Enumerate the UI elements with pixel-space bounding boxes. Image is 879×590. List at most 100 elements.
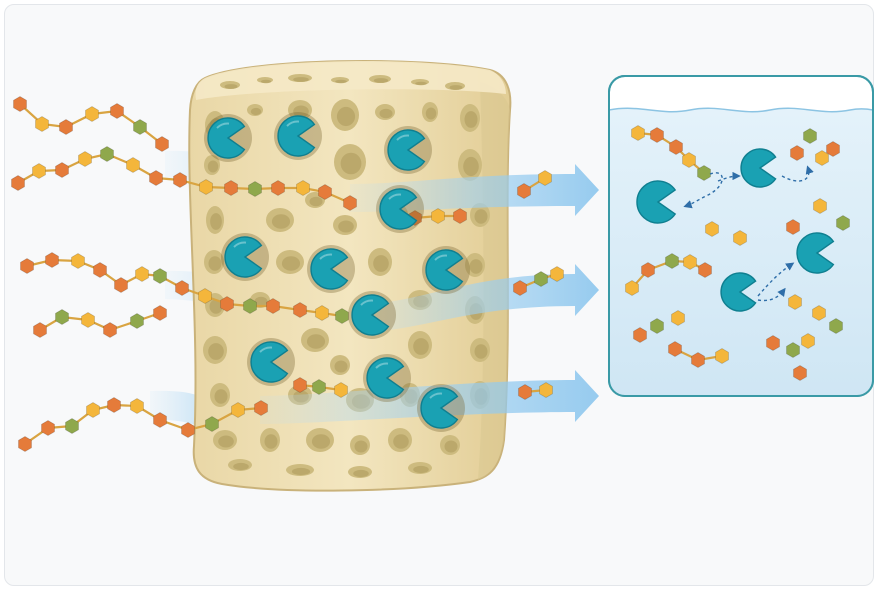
hexagon-monomer-icon: [134, 120, 147, 135]
scaffold-pore-depth: [215, 389, 228, 403]
hexagon-monomer-icon: [36, 117, 49, 132]
hexagon-monomer-icon: [150, 171, 163, 186]
hexagon-monomer-icon: [514, 281, 527, 296]
hexagon-monomer-icon: [34, 323, 47, 338]
pacman-enzyme-icon: [376, 185, 424, 233]
hexagon-monomer-icon: [787, 343, 800, 358]
scaffold-pore-depth: [307, 334, 325, 348]
scaffold-pore-depth: [310, 197, 323, 207]
hexagon-monomer-icon: [535, 272, 548, 287]
hexagon-monomer-icon: [131, 314, 144, 329]
hexagon-monomer-icon: [136, 267, 149, 282]
hexagon-monomer-icon: [344, 196, 357, 211]
hexagon-monomer-icon: [115, 278, 128, 293]
hexagon-monomer-icon: [72, 254, 85, 269]
hexagon-monomer-icon: [670, 140, 683, 155]
hexagon-monomer-icon: [632, 126, 645, 141]
hexagon-monomer-icon: [551, 267, 564, 282]
scaffold-pore-depth: [209, 256, 222, 270]
hexagon-monomer-icon: [789, 295, 802, 310]
hexagon-monomer-icon: [87, 403, 100, 418]
hexagon-monomer-icon: [154, 269, 167, 284]
hexagon-monomer-icon: [335, 383, 348, 398]
hexagon-monomer-icon: [154, 306, 167, 321]
scaffold-pore-depth: [475, 344, 488, 358]
hexagon-monomer-icon: [651, 319, 664, 334]
scaffold-pore-depth: [225, 84, 238, 89]
hexagon-monomer-icon: [692, 353, 705, 368]
pacman-enzyme-icon: [422, 246, 470, 294]
hexagon-monomer-icon: [60, 120, 73, 135]
hexagon-monomer-icon: [794, 366, 807, 381]
hexagon-monomer-icon: [684, 255, 697, 270]
pacman-enzyme-icon: [348, 291, 396, 339]
hexagon-monomer-icon: [249, 182, 262, 197]
scaffold-pore-depth: [335, 80, 347, 84]
hexagon-monomer-icon: [82, 313, 95, 328]
hexagon-monomer-icon: [802, 334, 815, 349]
hexagon-monomer-icon: [14, 97, 27, 112]
scaffold-pore-depth: [265, 434, 278, 448]
scaffold-pore-depth: [218, 436, 234, 448]
scaffold-pore-depth: [470, 259, 483, 273]
scaffold-pore-depth: [353, 470, 369, 477]
scaffold-pore-depth: [293, 77, 309, 82]
hexagon-monomer-icon: [131, 399, 144, 414]
hexagon-monomer-icon: [319, 185, 332, 200]
hexagon-monomer-icon: [294, 303, 307, 318]
hexagon-monomer-icon: [816, 151, 829, 166]
scaffold-pore-depth: [312, 434, 330, 448]
scaffold-pore-depth: [450, 85, 463, 90]
scaffold-pore-depth: [337, 107, 355, 126]
scaffold-pore-depth: [233, 463, 249, 470]
hexagon-monomer-icon: [56, 163, 69, 178]
hexagon-monomer-icon: [540, 383, 553, 398]
scaffold-pore-depth: [335, 361, 348, 373]
hexagon-monomer-icon: [683, 153, 696, 168]
hexagon-monomer-icon: [316, 306, 329, 321]
pacman-enzyme-icon: [221, 233, 269, 281]
scaffold-pore-depth: [413, 338, 429, 355]
hexagon-monomer-icon: [94, 263, 107, 278]
hexagon-monomer-icon: [814, 199, 827, 214]
scaffold-pore-depth: [475, 209, 488, 223]
scaffold-pore-depth: [426, 108, 436, 120]
scaffold-pore-depth: [261, 80, 271, 84]
hexagon-monomer-icon: [297, 181, 310, 196]
hexagon-monomer-icon: [127, 158, 140, 173]
hexagon-monomer-icon: [804, 129, 817, 144]
scaffold-pore-depth: [338, 221, 354, 233]
free-enzyme-solution-panel: [609, 76, 873, 396]
hexagon-monomer-icon: [666, 254, 679, 269]
scaffold-pore-depth: [208, 343, 224, 360]
pacman-enzyme-icon: [417, 384, 465, 432]
scaffold-pore-depth: [393, 434, 409, 448]
hexagon-monomer-icon: [111, 104, 124, 119]
hexagon-monomer-icon: [176, 281, 189, 296]
hexagon-monomer-icon: [830, 319, 843, 334]
hexagon-monomer-icon: [454, 209, 467, 224]
scaffold-pore-depth: [341, 153, 362, 175]
hexagon-monomer-icon: [182, 423, 195, 438]
scaffold-pore-depth: [415, 82, 427, 86]
hexagon-monomer-icon: [206, 417, 219, 432]
scaffold-pore-depth: [463, 157, 479, 176]
hexagon-monomer-icon: [634, 328, 647, 343]
hexagon-monomer-icon: [837, 216, 850, 231]
hexagon-monomer-icon: [104, 323, 117, 338]
pacman-enzyme-icon: [204, 114, 252, 162]
hexagon-monomer-icon: [699, 263, 712, 278]
hexagon-monomer-icon: [221, 297, 234, 312]
hexagon-monomer-icon: [12, 176, 25, 191]
scaffold-pore-depth: [374, 78, 388, 83]
hexagon-monomer-icon: [79, 152, 92, 167]
scaffold-pore-depth: [272, 214, 290, 228]
hexagon-monomer-icon: [672, 311, 685, 326]
substrate-chain: [14, 97, 169, 152]
pacman-enzyme-icon: [363, 354, 411, 402]
hexagon-monomer-icon: [791, 146, 804, 161]
hexagon-monomer-icon: [66, 419, 79, 434]
hexagon-monomer-icon: [518, 184, 531, 199]
